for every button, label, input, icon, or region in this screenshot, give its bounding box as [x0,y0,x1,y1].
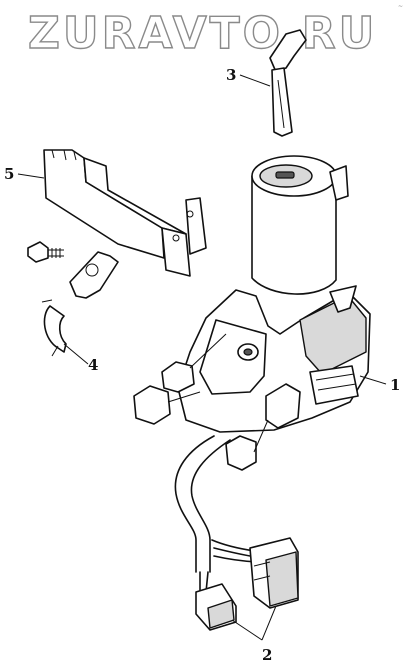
wiring-harness-part [174,435,299,631]
callout-5-leader [17,173,45,179]
callout-2: 2 [262,646,272,664]
callout-1: 1 [390,376,400,394]
key-part [269,29,307,137]
callout-3: 3 [226,66,236,84]
watermark-text: ZURAVTO.RU [28,8,377,59]
callout-5: 5 [4,165,14,183]
callout-4: 4 [88,356,98,374]
callout-4-leader [63,343,89,365]
corner-mark: ~ [398,3,403,10]
fastener-kit-part [27,241,119,357]
ignition-lock-assembly-part [133,155,371,471]
callout-2-leader [231,605,277,641]
bracket-part [43,149,207,277]
callout-3-leader [239,74,271,87]
callout-1-leader [359,375,387,385]
